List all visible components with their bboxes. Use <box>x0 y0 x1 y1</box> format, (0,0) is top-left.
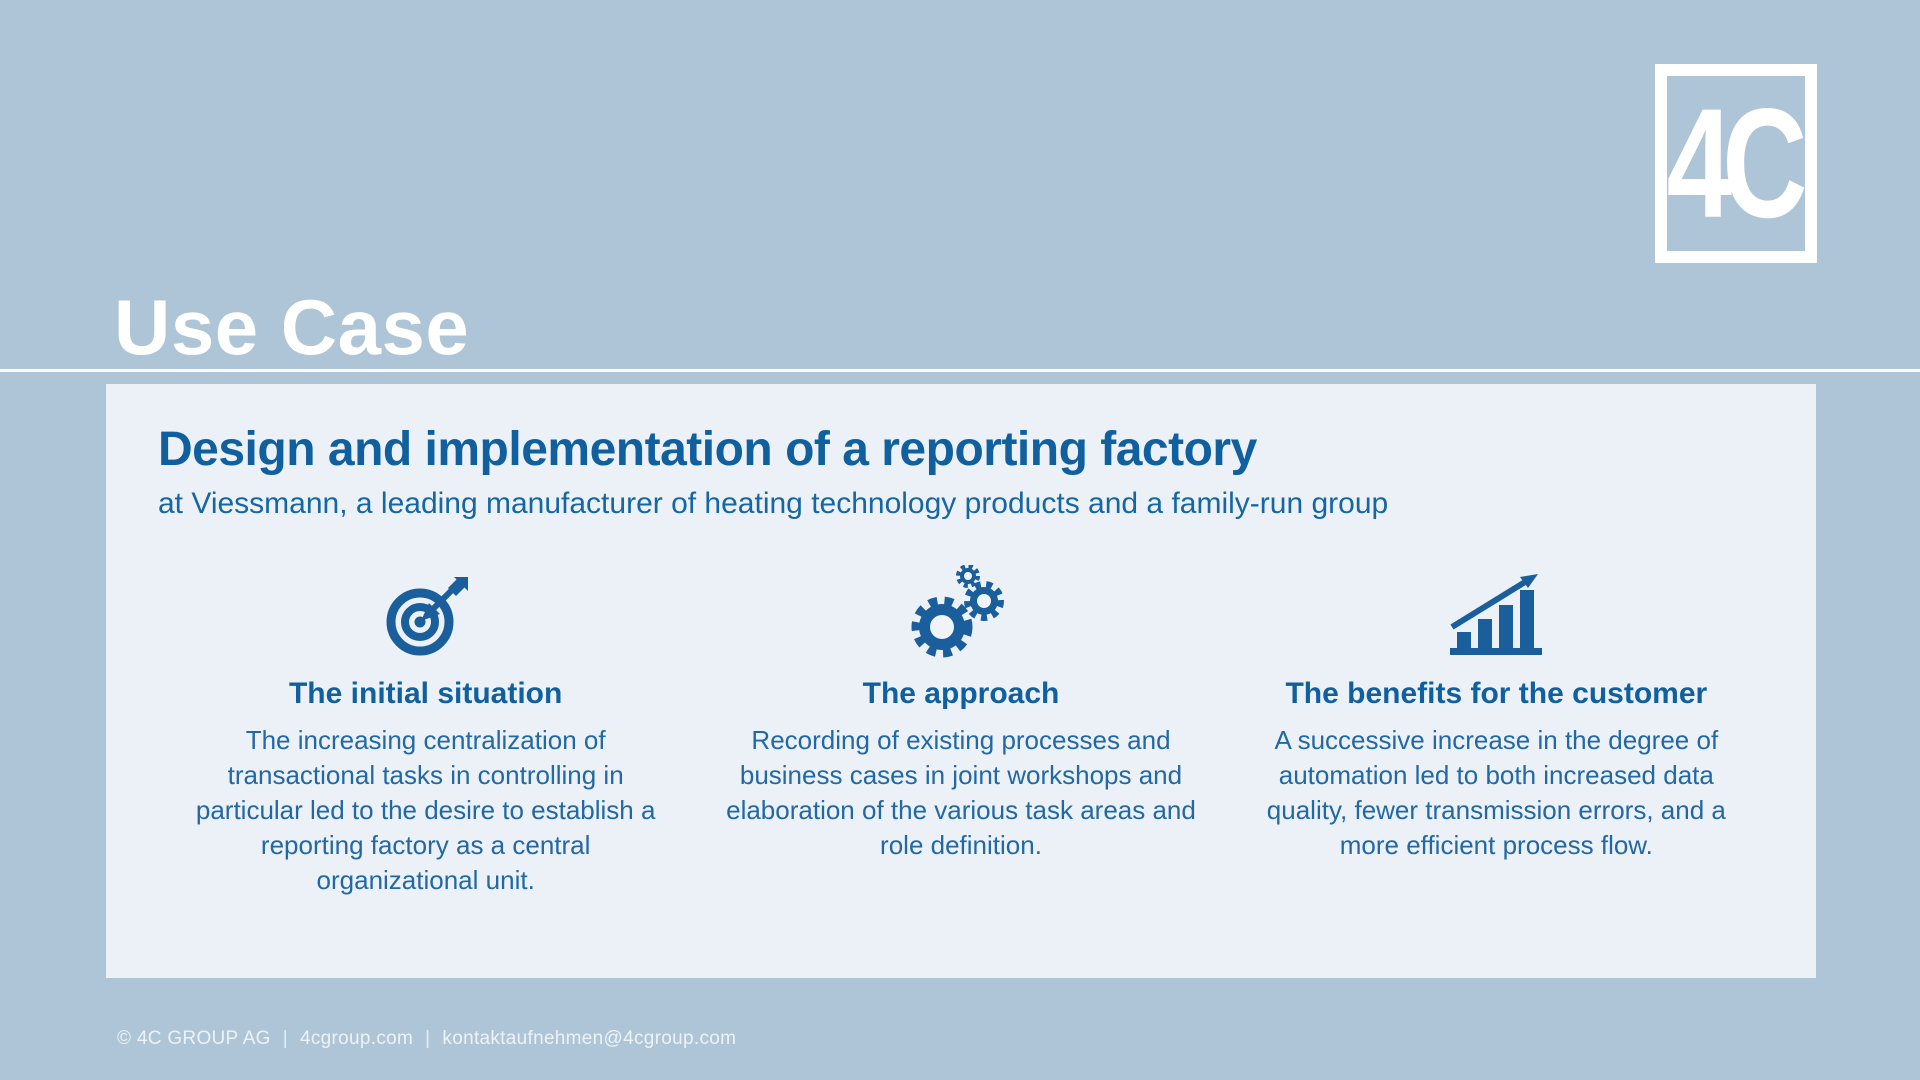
content-panel: Design and implementation of a reporting… <box>106 384 1816 978</box>
target-arrow-icon <box>182 567 669 659</box>
footer: © 4C GROUP AG | 4cgroup.com | kontaktaufnehm… <box>117 1028 736 1050</box>
case-heading: Design and implementation of a reporting… <box>158 423 1257 476</box>
case-subheading: at Viessmann, a leading manufacturer of … <box>158 487 1389 520</box>
title-divider-line <box>0 369 1920 372</box>
column-title: The approach <box>862 677 1060 710</box>
columns-row: The initial situation The increasing cen… <box>158 565 1764 898</box>
slide-title: Use Case <box>114 283 470 371</box>
footer-separator: | <box>425 1028 431 1049</box>
gears-icon <box>717 565 1204 659</box>
growth-chart-icon <box>1253 567 1740 659</box>
column-body: The increasing centralization of transac… <box>195 725 656 895</box>
footer-email: kontaktaufnehmen@4cgroup.com <box>442 1028 737 1049</box>
company-logo: 4C <box>1655 64 1817 263</box>
column-initial-situation: The initial situation The increasing cen… <box>158 567 693 898</box>
column-title: The benefits for the customer <box>1285 677 1708 710</box>
target-arrow-icon-svg <box>386 577 468 656</box>
column-benefits: The benefits for the customer A successi… <box>1229 567 1764 898</box>
column-title: The initial situation <box>288 677 563 710</box>
column-body: Recording of existing processes and busi… <box>726 725 1196 860</box>
company-logo-text: 4C <box>1666 76 1808 251</box>
growth-chart-icon-svg <box>1450 574 1543 655</box>
footer-website: 4cgroup.com <box>300 1028 414 1049</box>
footer-copyright: © 4C GROUP AG <box>117 1028 271 1049</box>
column-body: A successive increase in the degree of a… <box>1266 725 1726 860</box>
footer-separator: | <box>282 1028 289 1049</box>
gears-icon-svg <box>911 565 1004 658</box>
column-approach: The approach Recording of existing proce… <box>693 565 1228 898</box>
